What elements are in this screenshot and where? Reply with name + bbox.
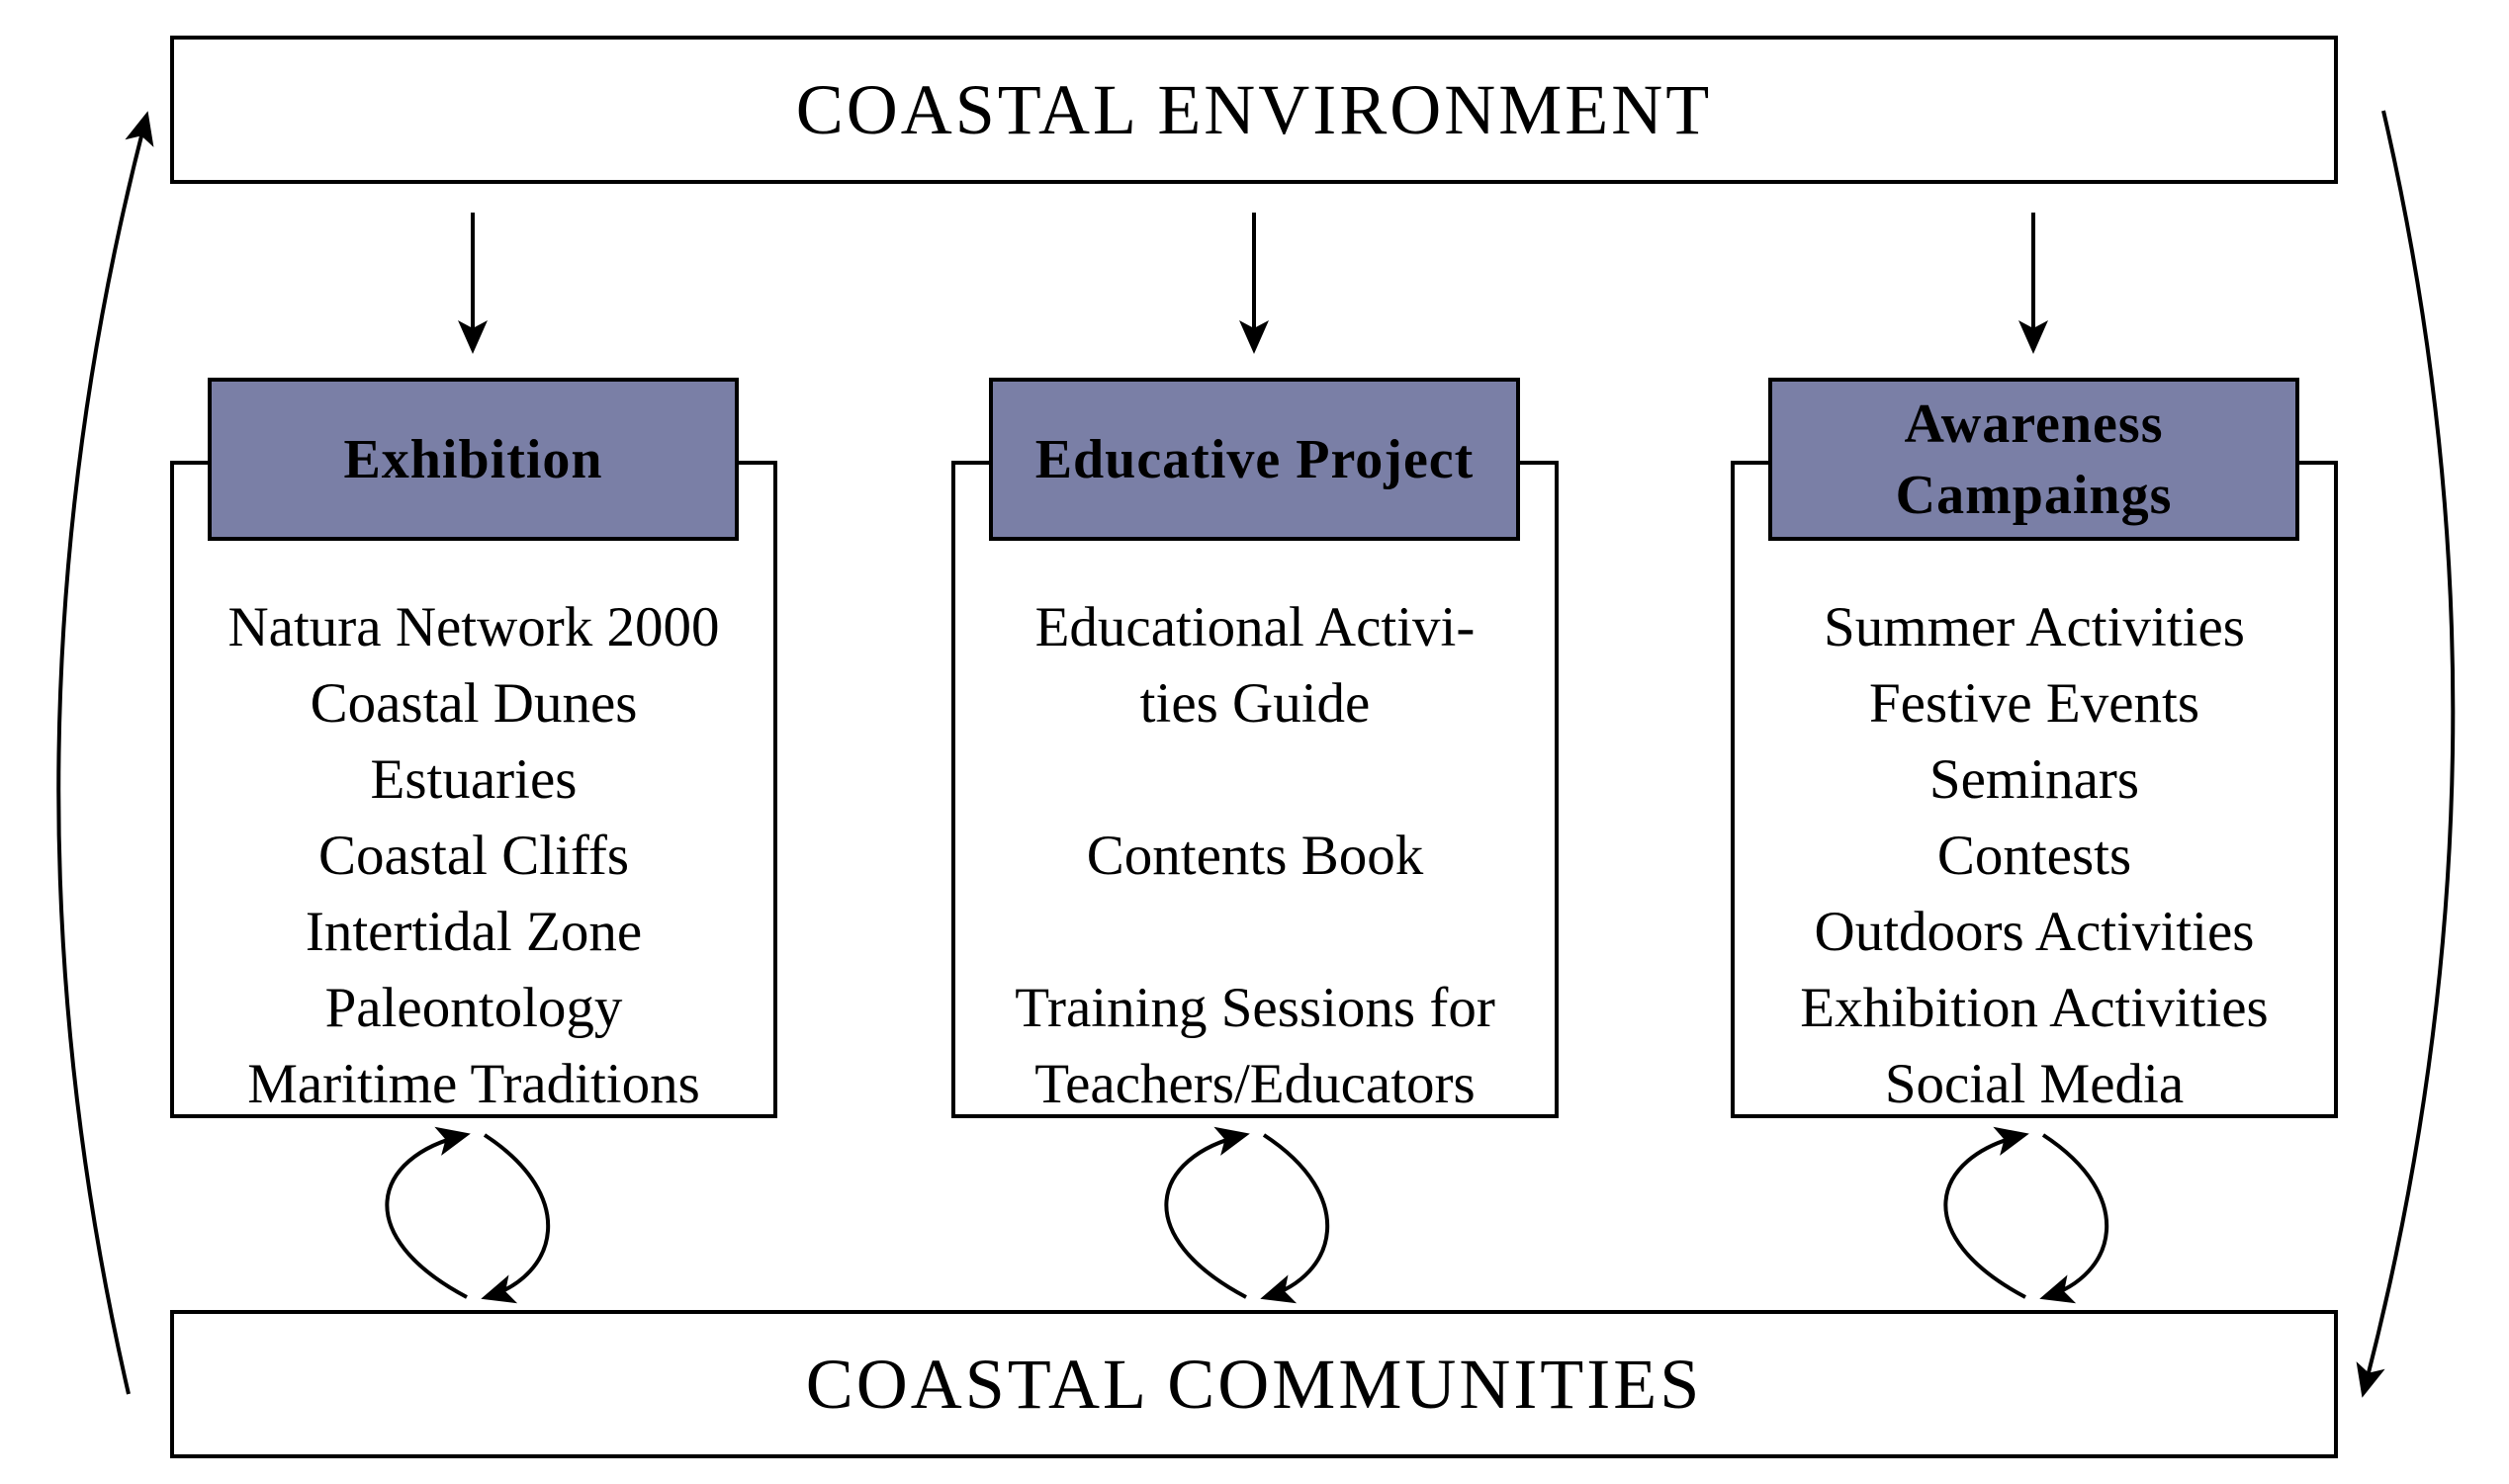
cycle-arrows-exhibition (385, 1126, 551, 1304)
list-item: Coastal Dunes (310, 672, 638, 735)
exhibition-header: Exhibition (208, 378, 739, 541)
list-item: Social Media (1884, 1053, 2185, 1115)
coastal-environment-box: COASTAL ENVIRONMENT (170, 36, 2338, 184)
educative-project-header: Educative Project (989, 378, 1520, 541)
coastal-environment-label: COASTAL ENVIRONMENT (795, 69, 1713, 149)
list-item: Seminars (1928, 748, 2140, 811)
list-item: Paleontology (324, 977, 623, 1039)
outer-arrow-left (56, 111, 154, 1395)
coastal-communities-box: COASTAL COMMUNITIES (170, 1310, 2338, 1458)
cycle-arrows-awareness (1943, 1126, 2109, 1304)
educative-project-items: Educational Activi- ties Guide Contents … (955, 589, 1555, 1122)
cycle-arrows-educative (1164, 1126, 1330, 1304)
list-item: Contests (1936, 825, 2132, 887)
exhibition-items: Natura Network 2000 Coastal Dunes Estuar… (174, 589, 773, 1122)
list-item: Summer Activities (1824, 596, 2245, 658)
list-item: Maritime Traditions (247, 1053, 700, 1115)
list-item: Festive Events (1868, 672, 2200, 735)
list-item: ties Guide (1139, 672, 1371, 735)
outer-arrow-right (2356, 110, 2456, 1398)
educative-project-title: Educative Project (1034, 428, 1475, 490)
list-item: Educational Activi- (1034, 596, 1476, 658)
educative-project-panel: Educational Activi- ties Guide Contents … (951, 461, 1559, 1118)
awareness-campaigns-items: Summer Activities Festive Events Seminar… (1735, 589, 2334, 1122)
list-item: Teachers/Educators (1034, 1053, 1476, 1115)
list-item: Estuaries (370, 748, 578, 811)
spacer (955, 894, 1555, 970)
exhibition-title: Exhibition (343, 428, 603, 490)
list-item: Contents Book (1086, 825, 1424, 887)
list-item: Natura Network 2000 (227, 596, 720, 658)
spacer (955, 742, 1555, 818)
coastal-communities-label: COASTAL COMMUNITIES (805, 1344, 1703, 1424)
awareness-campaigns-title-line-1: Awareness (1904, 393, 2164, 455)
awareness-campaigns-panel: Summer Activities Festive Events Seminar… (1731, 461, 2338, 1118)
list-item: Intertidal Zone (305, 901, 643, 963)
exhibition-panel: Natura Network 2000 Coastal Dunes Estuar… (170, 461, 777, 1118)
list-item: Outdoors Activities (1814, 901, 2255, 963)
awareness-campaigns-header: Awareness Campaings (1768, 378, 2299, 541)
awareness-campaigns-title-line-2: Campaings (1895, 464, 2173, 526)
list-item: Training Sessions for (1015, 977, 1495, 1039)
list-item: Exhibition Activities (1800, 977, 2269, 1039)
list-item: Coastal Cliffs (317, 825, 630, 887)
